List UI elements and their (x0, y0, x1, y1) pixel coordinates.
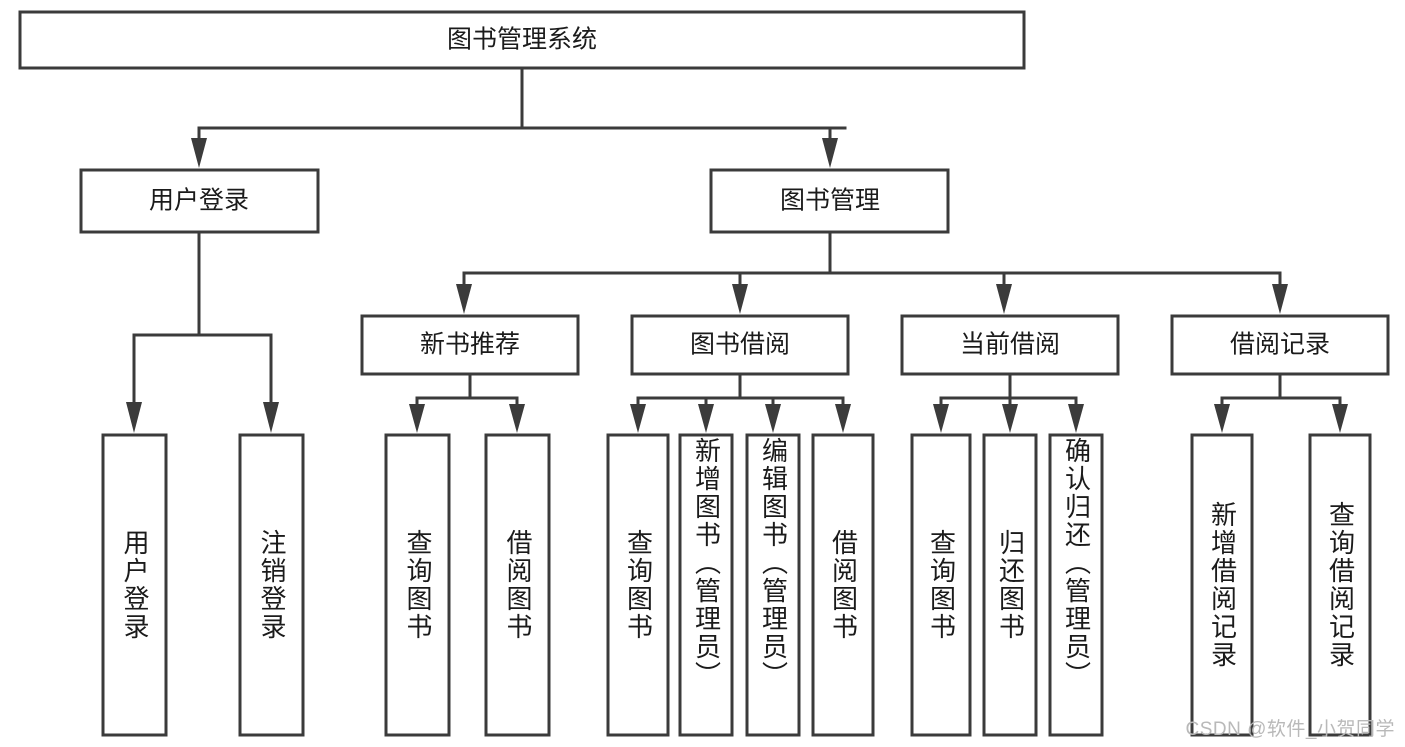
node-new-book-recommend[interactable]: 新书推荐 (360, 314, 580, 376)
node-leaf-user-login-box[interactable] (101, 433, 168, 737)
node-book-manage[interactable]: 图书管理 (709, 168, 950, 234)
node-leaf-add-book-admin-box[interactable] (678, 433, 734, 737)
node-leaf-return-book-box[interactable] (982, 433, 1038, 737)
connector-group-root (191, 66, 847, 168)
arrow-head-leaf-confirm-return-admin (1068, 404, 1084, 433)
node-new-book-recommend-label: 新书推荐 (420, 331, 520, 359)
node-leaf-borrow-book-rec-box[interactable] (484, 433, 551, 737)
node-leaf-borrow-book-box[interactable] (811, 433, 875, 737)
node-current-borrow[interactable]: 当前借阅 (900, 314, 1120, 376)
node-borrow-record-box[interactable] (1170, 314, 1390, 376)
arrow-head-book-borrow (732, 284, 748, 314)
connector-group-book-manage (456, 230, 1288, 314)
node-root[interactable]: 图书管理系统 (18, 10, 1026, 70)
arrow-head-user-login (191, 138, 207, 168)
node-leaf-add-borrow-record-box[interactable] (1190, 433, 1254, 737)
arrow-head-leaf-borrow-book (835, 404, 851, 433)
arrow-head-leaf-query-book-rec (409, 404, 425, 433)
node-book-manage-label: 图书管理 (780, 187, 880, 215)
node-book-manage-box[interactable] (709, 168, 950, 234)
watermark-text: CSDN @软件_小贺同学 (1185, 719, 1395, 740)
node-book-borrow-label: 图书借阅 (690, 331, 790, 359)
leaf-node-boxes (101, 433, 1372, 737)
arrow-head-leaf-add-borrow-record (1214, 404, 1230, 433)
node-leaf-logout-login-box[interactable] (238, 433, 305, 737)
node-root-box[interactable] (18, 10, 1026, 70)
arrow-head-leaf-add-book-admin (698, 404, 714, 433)
connector-group-current-borrow (933, 372, 1084, 433)
connector-group-user-login (126, 230, 279, 433)
node-user-login-box[interactable] (79, 168, 320, 234)
arrow-head-leaf-edit-book-admin (765, 404, 781, 433)
node-user-login-label: 用户登录 (149, 187, 249, 215)
node-leaf-query-book-current-box[interactable] (910, 433, 972, 737)
arrow-head-leaf-query-borrow-record (1332, 404, 1348, 433)
node-leaf-confirm-return-admin-box[interactable] (1048, 433, 1104, 737)
connector-group-borrow-record (1214, 372, 1348, 433)
node-root-label: 图书管理系统 (447, 26, 597, 54)
node-current-borrow-label: 当前借阅 (960, 331, 1060, 359)
node-new-book-recommend-box[interactable] (360, 314, 580, 376)
node-leaf-query-borrow-record-box[interactable] (1308, 433, 1372, 737)
node-current-borrow-box[interactable] (900, 314, 1120, 376)
arrow-head-current-borrow (996, 284, 1012, 314)
node-book-borrow[interactable]: 图书借阅 (630, 314, 850, 376)
node-book-borrow-box[interactable] (630, 314, 850, 376)
node-leaf-query-book-borrow-box[interactable] (606, 433, 670, 737)
node-user-login[interactable]: 用户登录 (79, 168, 320, 234)
node-leaf-edit-book-admin-box[interactable] (745, 433, 801, 737)
connector-group-new-book-recommend (409, 372, 525, 433)
node-borrow-record[interactable]: 借阅记录 (1170, 314, 1390, 376)
node-leaf-query-book-rec-box[interactable] (384, 433, 451, 737)
arrow-head-book-manage (822, 138, 838, 168)
connector-group-book-borrow (630, 372, 851, 433)
arrow-head-leaf-logout-login (263, 402, 279, 433)
node-borrow-record-label: 借阅记录 (1230, 331, 1330, 359)
arrow-head-leaf-return-book (1002, 404, 1018, 433)
arrow-head-leaf-query-book-borrow (630, 404, 646, 433)
arrow-head-borrow-record (1272, 284, 1288, 314)
arrow-head-leaf-borrow-book-rec (509, 404, 525, 433)
arrow-head-leaf-user-login (126, 402, 142, 433)
arrow-head-new-book-recommend (456, 284, 472, 314)
arrow-head-leaf-query-book-current (933, 404, 949, 433)
